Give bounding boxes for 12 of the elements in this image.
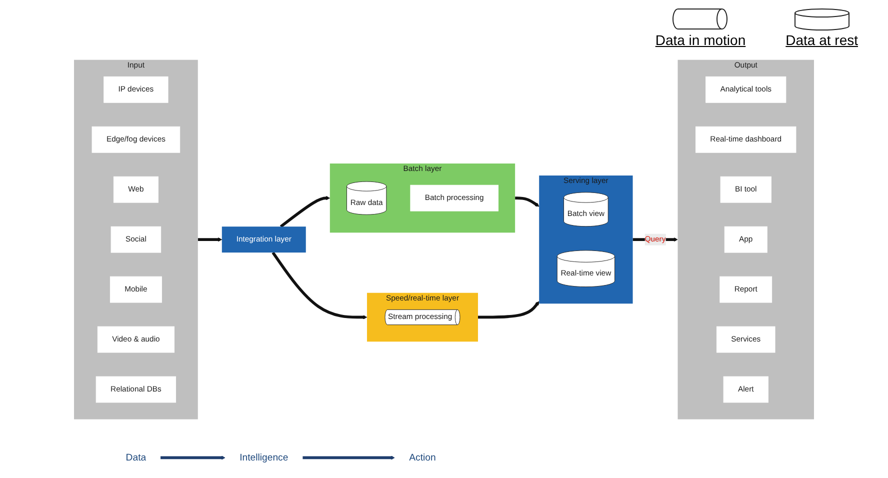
legend-label: Data in motion xyxy=(655,32,746,48)
arrow xyxy=(302,456,395,460)
arrow xyxy=(515,196,540,207)
node-text: Intelligence xyxy=(240,452,288,464)
legend-label: Data at rest xyxy=(786,32,858,48)
arrow xyxy=(280,196,330,228)
arrow xyxy=(272,252,368,320)
arrow xyxy=(198,237,222,242)
node-text: Data xyxy=(126,452,146,464)
node-text: Action xyxy=(409,452,436,464)
arrow xyxy=(160,456,226,460)
arrow xyxy=(478,301,540,319)
